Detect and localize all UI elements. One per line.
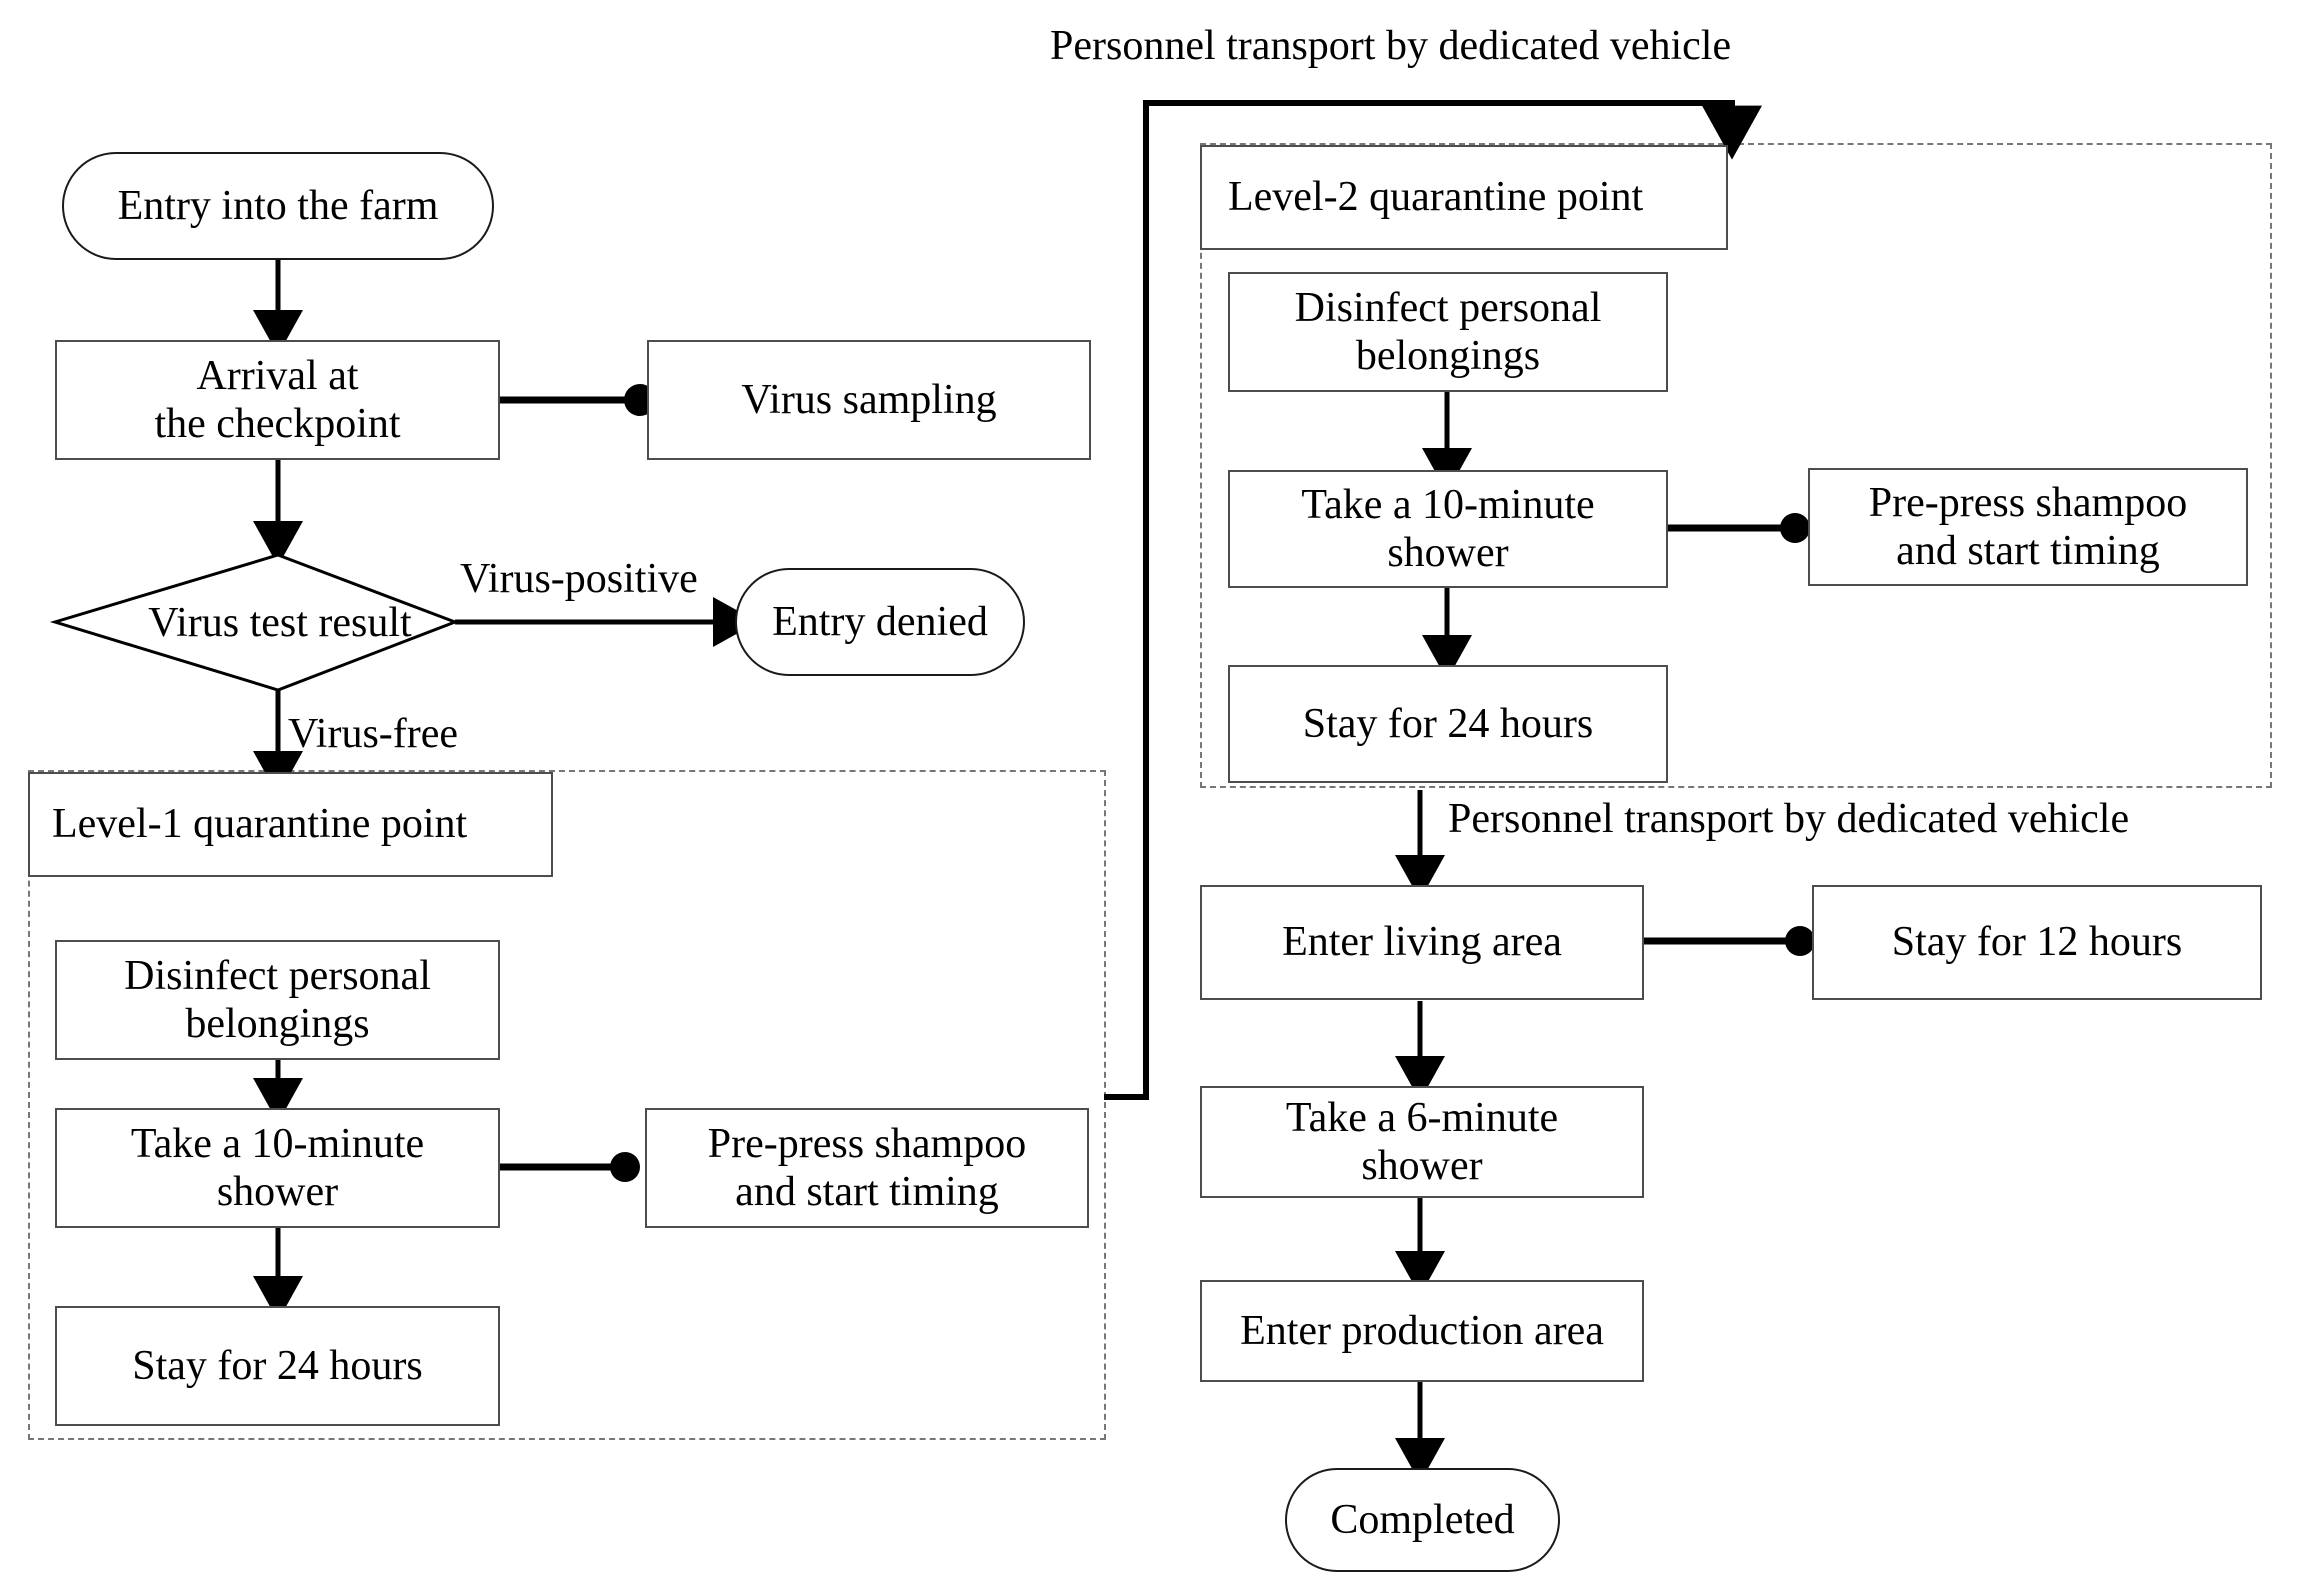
node-entry-denied[interactable]: Entry denied <box>735 568 1025 676</box>
node-entry-into-the-farm[interactable]: Entry into the farm <box>62 152 494 260</box>
node-completed[interactable]: Completed <box>1285 1468 1560 1572</box>
node-take-6-minute-shower[interactable]: Take a 6-minute shower <box>1200 1086 1644 1198</box>
node-l2-stay-for-24-hours[interactable]: Stay for 24 hours <box>1228 665 1668 783</box>
node-virus-sampling[interactable]: Virus sampling <box>647 340 1091 460</box>
group-label-level-2-quarantine-point: Level-2 quarantine point <box>1200 145 1728 250</box>
label-personnel-transport-mid: Personnel transport by dedicated vehicle <box>1448 796 2130 842</box>
node-virus-test-result[interactable]: Virus test result <box>148 599 412 646</box>
node-arrival-at-the-checkpoint[interactable]: Arrival at the checkpoint <box>55 340 500 460</box>
node-l1-pre-press-shampoo[interactable]: Pre-press shampoo and start timing <box>645 1108 1089 1228</box>
node-enter-living-area[interactable]: Enter living area <box>1200 885 1644 1000</box>
level-1-quarantine-region <box>28 770 1106 1440</box>
group-label-level-1-quarantine-point: Level-1 quarantine point <box>28 772 553 877</box>
node-l2-disinfect-personal-belongings[interactable]: Disinfect personal belongings <box>1228 272 1668 392</box>
node-l1-take-10-minute-shower[interactable]: Take a 10-minute shower <box>55 1108 500 1228</box>
node-l2-take-10-minute-shower[interactable]: Take a 10-minute shower <box>1228 470 1668 588</box>
node-l1-stay-for-24-hours[interactable]: Stay for 24 hours <box>55 1306 500 1426</box>
edge-label-virus-positive: Virus-positive <box>460 556 698 602</box>
node-l2-pre-press-shampoo[interactable]: Pre-press shampoo and start timing <box>1808 468 2248 586</box>
label-personnel-transport-top: Personnel transport by dedicated vehicle <box>1050 23 1732 69</box>
edge-label-virus-free: Virus-free <box>288 711 459 757</box>
node-stay-for-12-hours[interactable]: Stay for 12 hours <box>1812 885 2262 1000</box>
node-l1-disinfect-personal-belongings[interactable]: Disinfect personal belongings <box>55 940 500 1060</box>
node-enter-production-area[interactable]: Enter production area <box>1200 1280 1644 1382</box>
